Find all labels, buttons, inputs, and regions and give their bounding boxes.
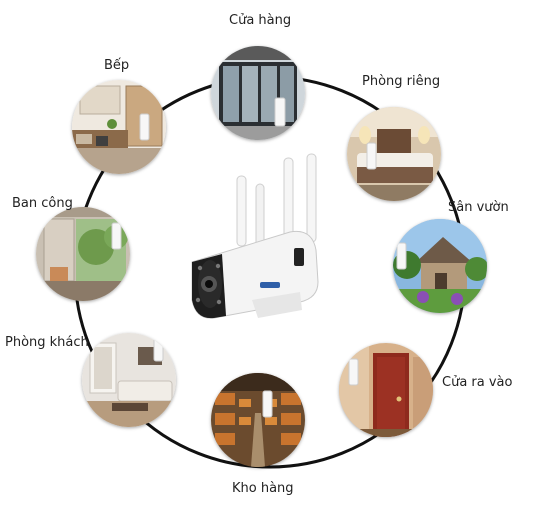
balcony-photo	[36, 207, 130, 301]
entrance-photo	[339, 343, 433, 437]
label-garden: Sân vườn	[448, 200, 509, 215]
label-private-room: Phòng riêng	[362, 74, 441, 89]
label-entrance: Cửa ra vào	[442, 375, 513, 390]
label-store: Cửa hàng	[229, 13, 292, 28]
kitchen-photo	[72, 80, 166, 174]
label-balcony: Ban công	[12, 196, 73, 211]
label-kitchen: Bếp	[104, 58, 130, 73]
camera-body	[191, 230, 319, 319]
label-warehouse: Kho hàng	[232, 481, 294, 496]
warehouse-photo	[211, 373, 305, 467]
garden-photo	[393, 219, 487, 313]
private-room-photo	[347, 107, 441, 201]
store-photo	[211, 46, 305, 140]
label-living-room: Phòng khách	[5, 335, 89, 350]
living-room-photo	[82, 333, 176, 427]
